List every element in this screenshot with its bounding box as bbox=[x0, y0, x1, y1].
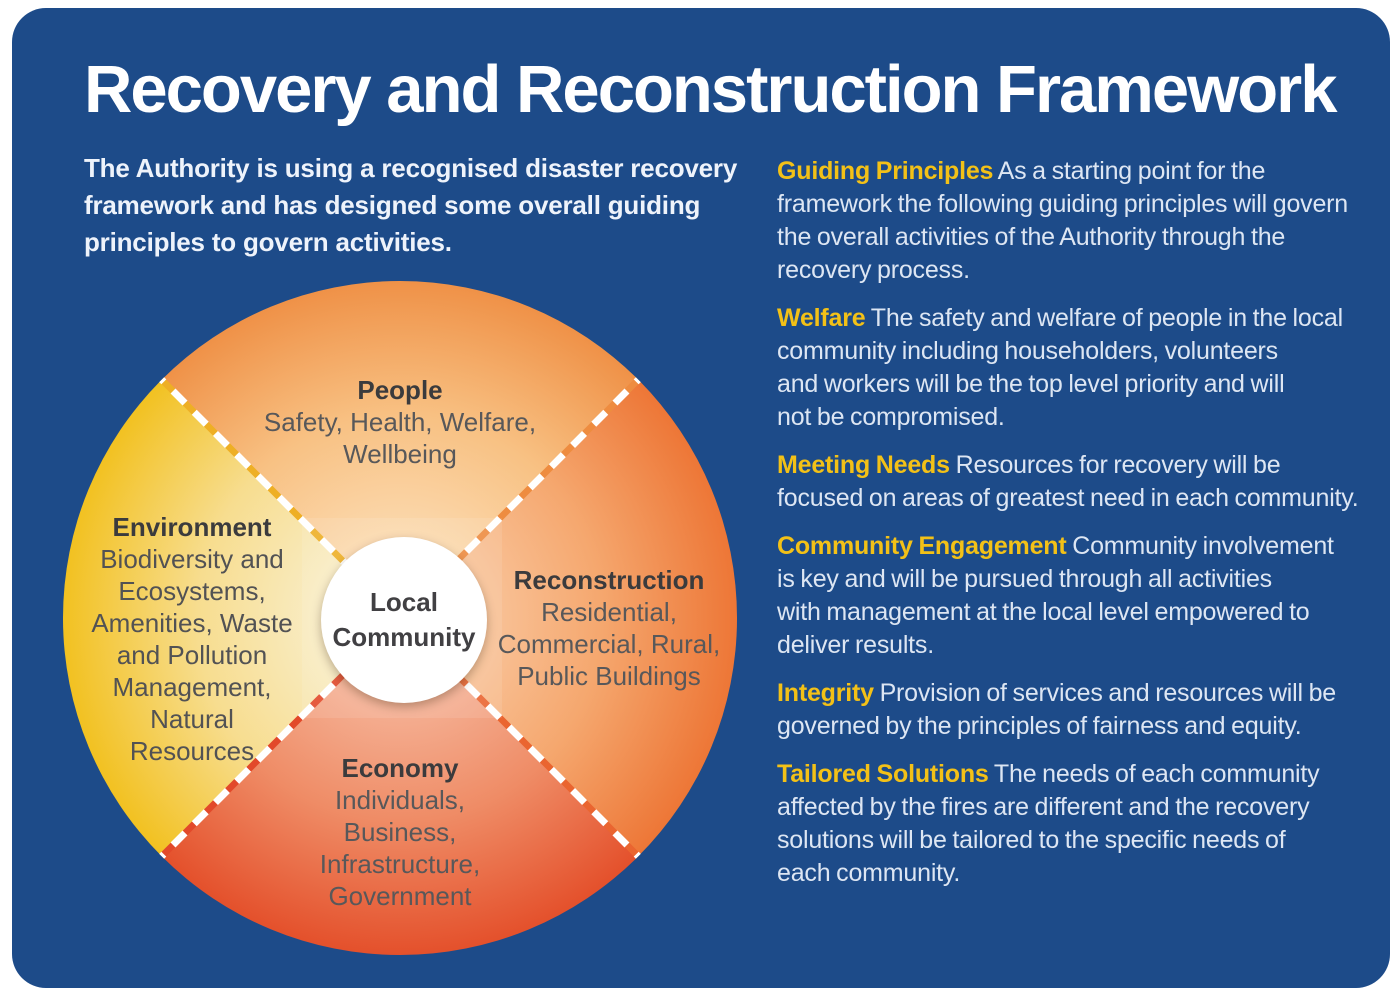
quadrant-subtitle-environment: Biodiversity and Ecosystems, Amenities, … bbox=[91, 544, 293, 766]
quadrant-title-reconstruction: Reconstruction bbox=[513, 565, 705, 595]
principle-body: As a starting point for the framework th… bbox=[777, 157, 1348, 284]
principle-meeting-needs: Meeting Needs Resources for recovery wil… bbox=[777, 449, 1400, 515]
principle-heading: Guiding Principles bbox=[777, 157, 994, 185]
principle-body: Community involvement is key and will be… bbox=[777, 532, 1334, 659]
quadrant-subtitle-reconstruction: Residential, Commercial, Rural, Public B… bbox=[497, 597, 721, 691]
page-title: Recovery and Reconstruction Framework bbox=[84, 52, 1338, 127]
quadrant-subtitle-people: Safety, Health, Welfare, Wellbeing bbox=[263, 407, 537, 469]
sector-people bbox=[161, 280, 639, 618]
principle-heading: Welfare bbox=[777, 304, 866, 332]
intro-text: The Authority is using a recognised disa… bbox=[84, 153, 738, 257]
divider-dashes bbox=[159, 377, 641, 859]
principle-body: Resources for recovery will be focused o… bbox=[777, 451, 1359, 512]
principle-body: The needs of each community affected by … bbox=[777, 760, 1320, 887]
sector-reconstruction bbox=[400, 379, 738, 857]
principle-integrity: Integrity Provision of services and reso… bbox=[777, 677, 1400, 743]
principle-heading: Tailored Solutions bbox=[777, 760, 989, 788]
principle-guiding-principles: Guiding Principles As a starting point f… bbox=[777, 155, 1400, 287]
local-community-label: Local Community bbox=[332, 587, 476, 652]
quadrant-title-environment: Environment bbox=[112, 512, 272, 542]
quadrant-title-economy: Economy bbox=[341, 753, 459, 783]
sector-economy bbox=[161, 618, 639, 956]
principle-tailored-solutions: Tailored Solutions The needs of each com… bbox=[777, 758, 1400, 890]
principle-heading: Meeting Needs bbox=[777, 451, 950, 479]
local-community-circle: Local Community bbox=[321, 537, 487, 703]
principle-welfare: Welfare The safety and welfare of people… bbox=[777, 302, 1400, 434]
principle-community-engagement: Community Engagement Community involveme… bbox=[777, 530, 1400, 662]
principle-heading: Community Engagement bbox=[777, 532, 1067, 560]
guiding-principles-list: Guiding Principles As a starting point f… bbox=[777, 155, 1400, 905]
principle-body: Provision of services and resources will… bbox=[777, 679, 1337, 740]
framework-card: Recovery and Reconstruction Framework Th… bbox=[12, 8, 1390, 988]
quadrant-title-people: People bbox=[357, 375, 443, 405]
sector-environment bbox=[62, 379, 401, 857]
principle-body: The safety and welfare of people in the … bbox=[777, 304, 1343, 431]
principle-heading: Integrity bbox=[777, 679, 874, 707]
quadrant-subtitle-economy: Individuals, Business, Infrastructure, G… bbox=[319, 785, 481, 911]
